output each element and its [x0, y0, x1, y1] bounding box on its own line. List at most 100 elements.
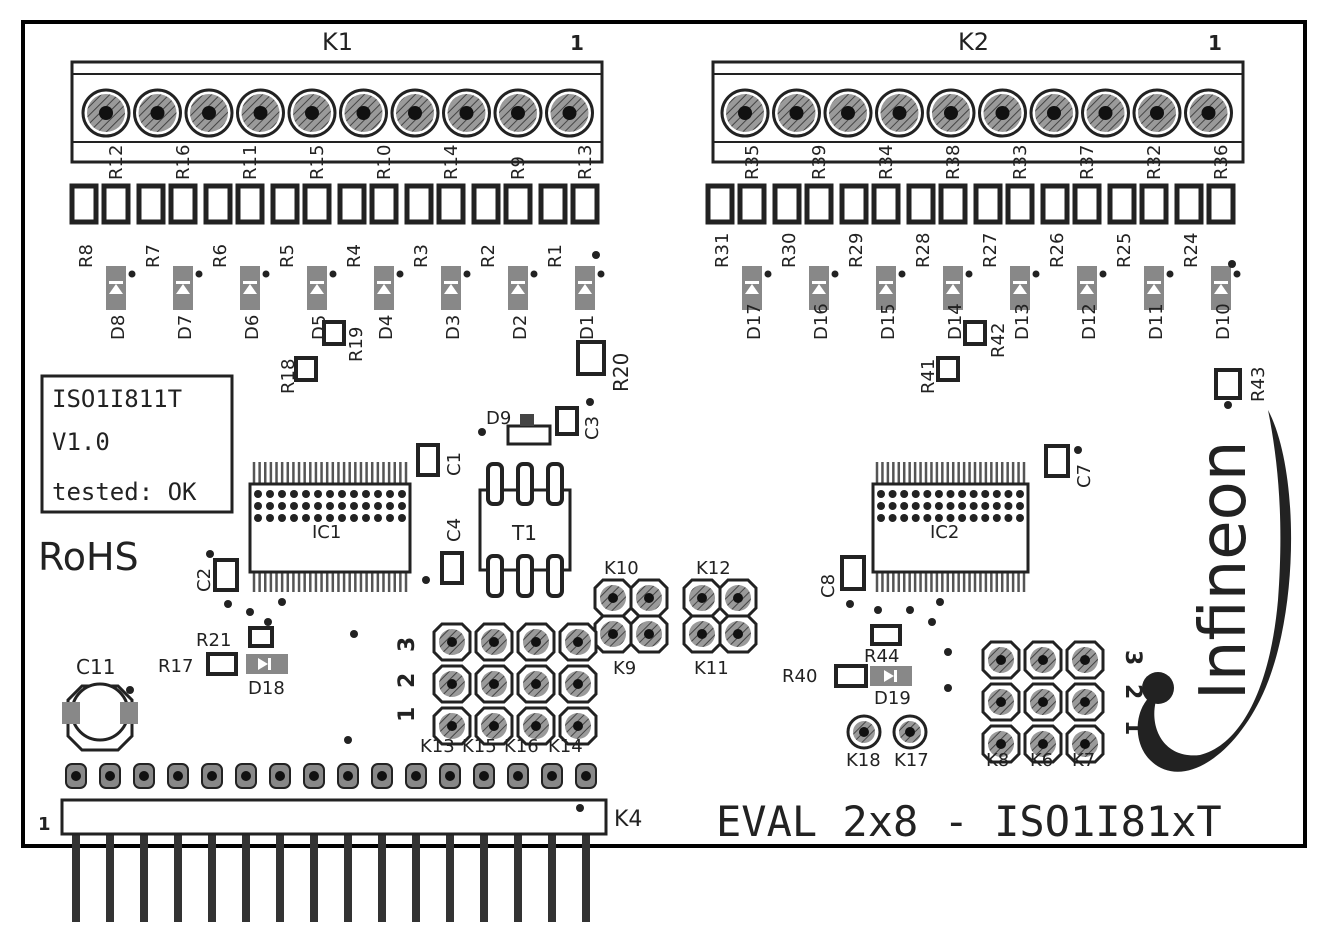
k6-label: K6: [1030, 750, 1053, 771]
k13-k14-pin-3-3: [516, 706, 556, 746]
r21-label: R21: [196, 630, 231, 651]
resistor-label-r24: R24: [1181, 233, 1202, 268]
k2-pin1-label: 1: [1208, 31, 1222, 55]
k8-k7-pin-3-2: [1023, 724, 1063, 764]
k2-screw-3: [823, 88, 873, 138]
k10-k9-pin-1-2: [629, 578, 669, 618]
diode-label-d12: D12: [1079, 303, 1100, 340]
resistor-pair-r31: [705, 183, 767, 225]
diode-d2: [508, 266, 538, 310]
k14-label: K14: [548, 736, 583, 757]
via-4: [224, 600, 232, 608]
r44-label: R44: [864, 646, 899, 667]
c8-pad: [840, 555, 866, 591]
k10-label: K10: [604, 558, 639, 579]
k8-label: K8: [986, 750, 1009, 771]
resistor-label-r7: R7: [143, 244, 164, 268]
t1-transformer: [478, 462, 572, 598]
resistor-label-r5: R5: [277, 244, 298, 268]
k16-label: K16: [504, 736, 539, 757]
resistor-label-r10: R10: [374, 145, 395, 180]
resistor-label-r3: R3: [411, 244, 432, 268]
k2-screw-9: [1132, 88, 1182, 138]
k4-pin-7: [269, 763, 291, 922]
k2-screw-8: [1081, 88, 1130, 138]
k12-k11-pin-2-1: [682, 614, 722, 654]
r20-pad: [576, 340, 606, 376]
k13-k14-pin-1-1: [432, 622, 472, 662]
k4-pin-2: [99, 763, 121, 922]
via-21: [126, 686, 134, 694]
info-line2: V1.0: [52, 428, 110, 456]
d19-diode: [870, 666, 912, 686]
resistor-label-r25: R25: [1114, 233, 1135, 268]
resistor-label-r33: R33: [1010, 145, 1031, 180]
k4-pin-15: [541, 763, 563, 922]
resistor-label-r14: R14: [441, 145, 462, 180]
diode-label-d7: D7: [175, 315, 196, 340]
k4-pin-6: [235, 763, 257, 922]
resistor-pair-r5: [270, 183, 332, 225]
k4-pin-4: [167, 763, 189, 922]
k2-screw-6: [978, 88, 1027, 138]
diode-label-d2: D2: [510, 315, 531, 340]
k10-k9-pin-2-1: [593, 614, 633, 654]
k18-label: K18: [846, 750, 881, 771]
r43-label: R43: [1248, 367, 1269, 402]
k13-k14-pin-3-1: [432, 706, 472, 746]
k13-k14-pin-3-2: [474, 706, 514, 746]
r43-pad: [1214, 368, 1242, 400]
r17-label: R17: [158, 656, 193, 677]
k17-label: K17: [894, 750, 929, 771]
resistor-label-r35: R35: [742, 145, 763, 180]
k13-k14-pin-2-4: [558, 664, 598, 704]
resistor-pair-r24: [1174, 183, 1236, 225]
k12-k11-pin-1-1: [682, 578, 722, 618]
resistor-label-r31: R31: [712, 233, 733, 268]
info-line3: tested: OK: [52, 478, 197, 506]
r42-label: R42: [988, 323, 1009, 358]
resistor-label-r4: R4: [344, 244, 365, 268]
resistor-label-r28: R28: [913, 233, 934, 268]
k9-label: K9: [613, 658, 636, 679]
k10-k9-pin-1-1: [593, 578, 633, 618]
k12-k11-pin-1-2: [718, 578, 758, 618]
via-3: [586, 398, 594, 406]
k4-label: K4: [614, 807, 642, 832]
logo-text: Infineon: [1187, 441, 1261, 700]
c2-label: C2: [194, 568, 215, 592]
k4-pin-10: [371, 763, 393, 922]
via-9: [344, 736, 352, 744]
pin-number-right-3: 3: [1120, 650, 1145, 665]
resistor-pair-r28: [906, 183, 968, 225]
via-18: [928, 618, 936, 626]
via-20: [944, 684, 952, 692]
k1-screw-5: [287, 88, 337, 138]
r40-label: R40: [782, 666, 817, 687]
resistor-pair-r26: [1040, 183, 1102, 225]
k8-k7-pin-1-3: [1065, 640, 1105, 680]
resistor-label-r39: R39: [809, 145, 830, 180]
via-15: [874, 606, 882, 614]
resistor-label-r27: R27: [980, 233, 1001, 268]
k4-pin-13: [473, 763, 495, 922]
ic2-chip: [871, 462, 1030, 592]
c3-label: C3: [582, 416, 603, 440]
k8-k7-pin-2-2: [1023, 682, 1063, 722]
diode-d1: [575, 266, 605, 310]
via-14: [846, 600, 854, 608]
k1-pin1-label: 1: [570, 31, 584, 55]
k1-label: K1: [322, 28, 353, 56]
d19-label: D19: [874, 688, 911, 709]
diode-label-d13: D13: [1012, 303, 1033, 340]
diode-d17: [742, 266, 772, 310]
ic2-label: IC2: [930, 522, 959, 543]
k1-screw-2: [133, 88, 182, 138]
resistor-pair-r2: [471, 183, 533, 225]
k7-label: K7: [1072, 750, 1095, 771]
via-10: [576, 804, 584, 812]
ic1-label: IC1: [312, 522, 341, 543]
k1-screw-10: [545, 88, 594, 138]
resistor-label-r11: R11: [240, 145, 261, 180]
via-22: [1228, 260, 1236, 268]
